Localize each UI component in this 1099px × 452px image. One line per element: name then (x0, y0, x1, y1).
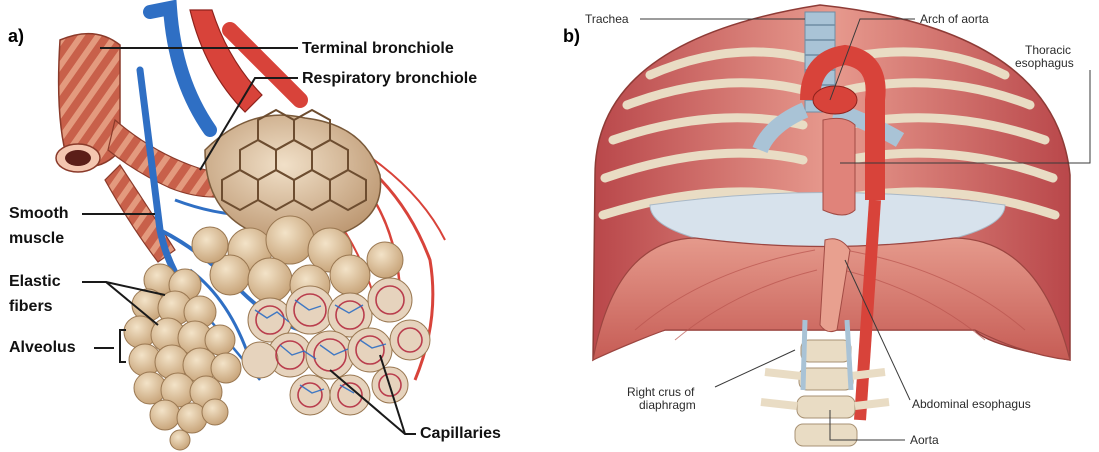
label-capillaries: Capillaries (420, 424, 501, 443)
label-alveolus: Alveolus (9, 338, 76, 357)
label-abdominal-esophagus: Abdominal esophagus (912, 398, 1031, 411)
label-elastic-fibers-line1: Elastic (9, 272, 61, 291)
label-thoracic-esophagus-line2: esophagus (1015, 57, 1074, 70)
panel-a-letter: a) (8, 26, 24, 47)
label-arch-of-aorta: Arch of aorta (920, 13, 989, 26)
leader-right-crus (715, 350, 795, 387)
label-aorta: Aorta (910, 434, 939, 447)
label-smooth-muscle-line1: Smooth (9, 204, 69, 223)
label-right-crus-line2: diaphragm (639, 399, 696, 412)
panel-b-letter: b) (563, 26, 580, 47)
label-terminal-bronchiole: Terminal bronchiole (302, 39, 454, 58)
label-elastic-fibers-line2: fibers (9, 297, 53, 316)
panel-a-illustration (0, 0, 555, 452)
capillary-network-alveoli (242, 278, 430, 415)
panel-a-respiratory-zone: a) Terminal bronchiole Respiratory bronc… (0, 0, 555, 452)
label-trachea: Trachea (585, 13, 629, 26)
panel-b-diaphragm-esophagus: b) Trachea Arch of aorta Thoracic esopha… (555, 0, 1099, 452)
label-smooth-muscle-line2: muscle (9, 229, 64, 248)
label-respiratory-bronchiole: Respiratory bronchiole (302, 69, 477, 88)
